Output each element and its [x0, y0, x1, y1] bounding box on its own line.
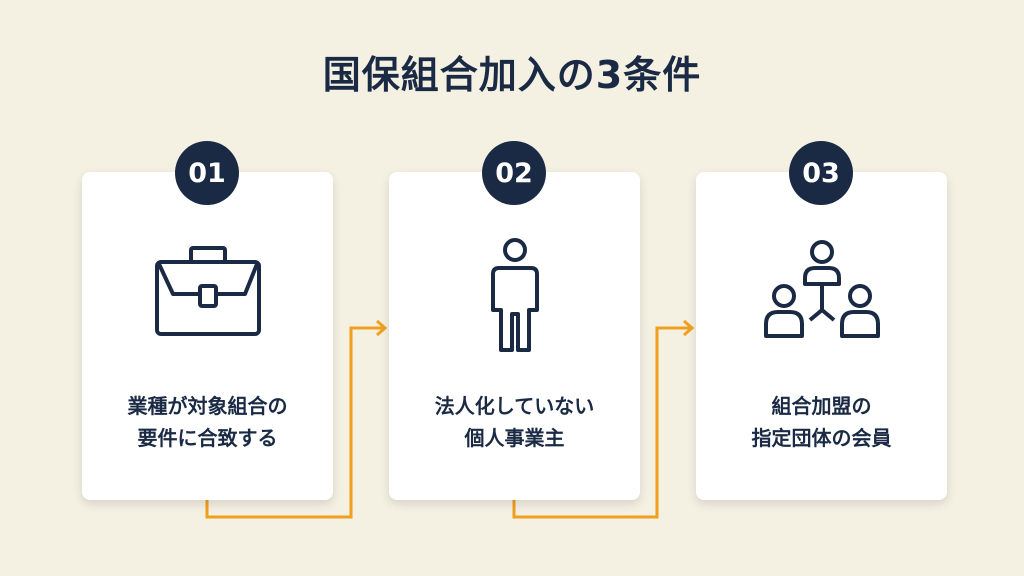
step-3-text-line1: 組合加盟の	[771, 394, 872, 418]
step-number-badge-3: 03	[789, 141, 853, 205]
connector-arrow-1-to-2	[205, 319, 388, 519]
step-1-text-line2: 要件に合致する	[137, 426, 278, 450]
briefcase-icon	[153, 242, 263, 342]
page-title: 国保組合加入の3条件	[322, 53, 702, 97]
step-2-text-line1: 法人化していない	[434, 394, 595, 418]
step-card-3: 組合加盟の 指定団体の会員	[696, 172, 947, 500]
step-number-badge-2: 02	[482, 141, 546, 205]
connector-arrow-2-to-3	[512, 319, 695, 519]
step-card-1: 業種が対象組合の 要件に合致する	[82, 172, 333, 500]
person-icon	[485, 236, 545, 360]
step-3-text-line2: 指定団体の会員	[751, 426, 892, 450]
step-1-text-line1: 業種が対象組合の	[127, 394, 288, 418]
step-number-badge-1: 01	[175, 141, 239, 205]
step-2-text-line2: 個人事業主	[464, 426, 565, 450]
group-network-icon	[762, 238, 882, 342]
step-card-2: 法人化していない 個人事業主	[389, 172, 640, 500]
